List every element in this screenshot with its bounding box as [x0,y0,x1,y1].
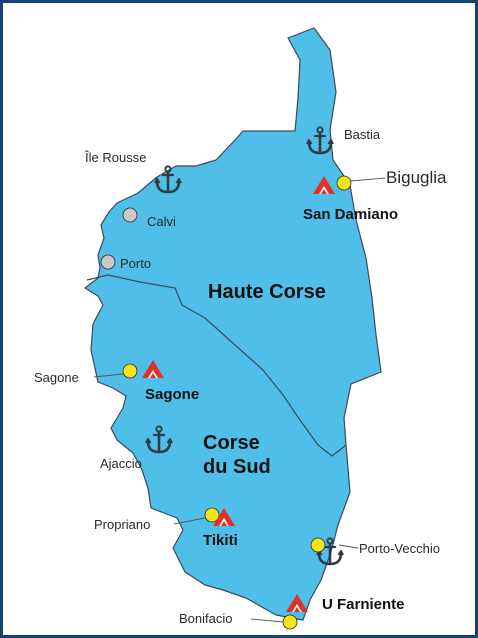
leader-line [350,177,386,182]
location-dot-icon[interactable] [282,614,298,630]
town-label-sagone: Sagone [34,370,79,385]
town-label-bastia: Bastia [344,127,381,142]
town-label-biguglia: Biguglia [386,168,447,187]
leader-line [93,373,124,378]
location-dot-icon[interactable] [310,537,326,553]
campsite-label-sagone[interactable]: Sagone [145,386,199,403]
leader-line [250,618,284,623]
campsite-label-tikiti[interactable]: Tikiti [203,532,238,549]
town-label-ajaccio: Ajaccio [100,456,142,471]
location-dot-icon[interactable] [100,254,116,270]
region-corse-du-sud-line2: du Sud [203,456,271,478]
town-label-calvi: Calvi [147,214,176,229]
campsite-label-u-farniente[interactable]: U Farniente [322,596,405,613]
region-corse-du-sud-line1: Corse [203,432,260,454]
location-dot-icon[interactable] [336,175,352,191]
location-dot-icon[interactable] [122,207,138,223]
corsica-island [84,27,382,621]
region-haute-corse: Haute Corse [208,281,326,303]
leader-line [338,544,359,549]
town-label-bonifacio: Bonifacio [179,611,232,626]
location-dot-icon[interactable] [122,363,138,379]
town-label-porto-vecchio: Porto-Vecchio [359,541,440,556]
location-dot-icon[interactable] [204,507,220,523]
town-label-porto: Porto [120,256,151,271]
town-label-propriano: Propriano [94,517,150,532]
department-border [86,274,347,457]
leader-line [173,517,206,525]
town-label-ile-rousse: Île Rousse [84,150,146,165]
campsite-label-san-damiano[interactable]: San Damiano [303,206,398,223]
